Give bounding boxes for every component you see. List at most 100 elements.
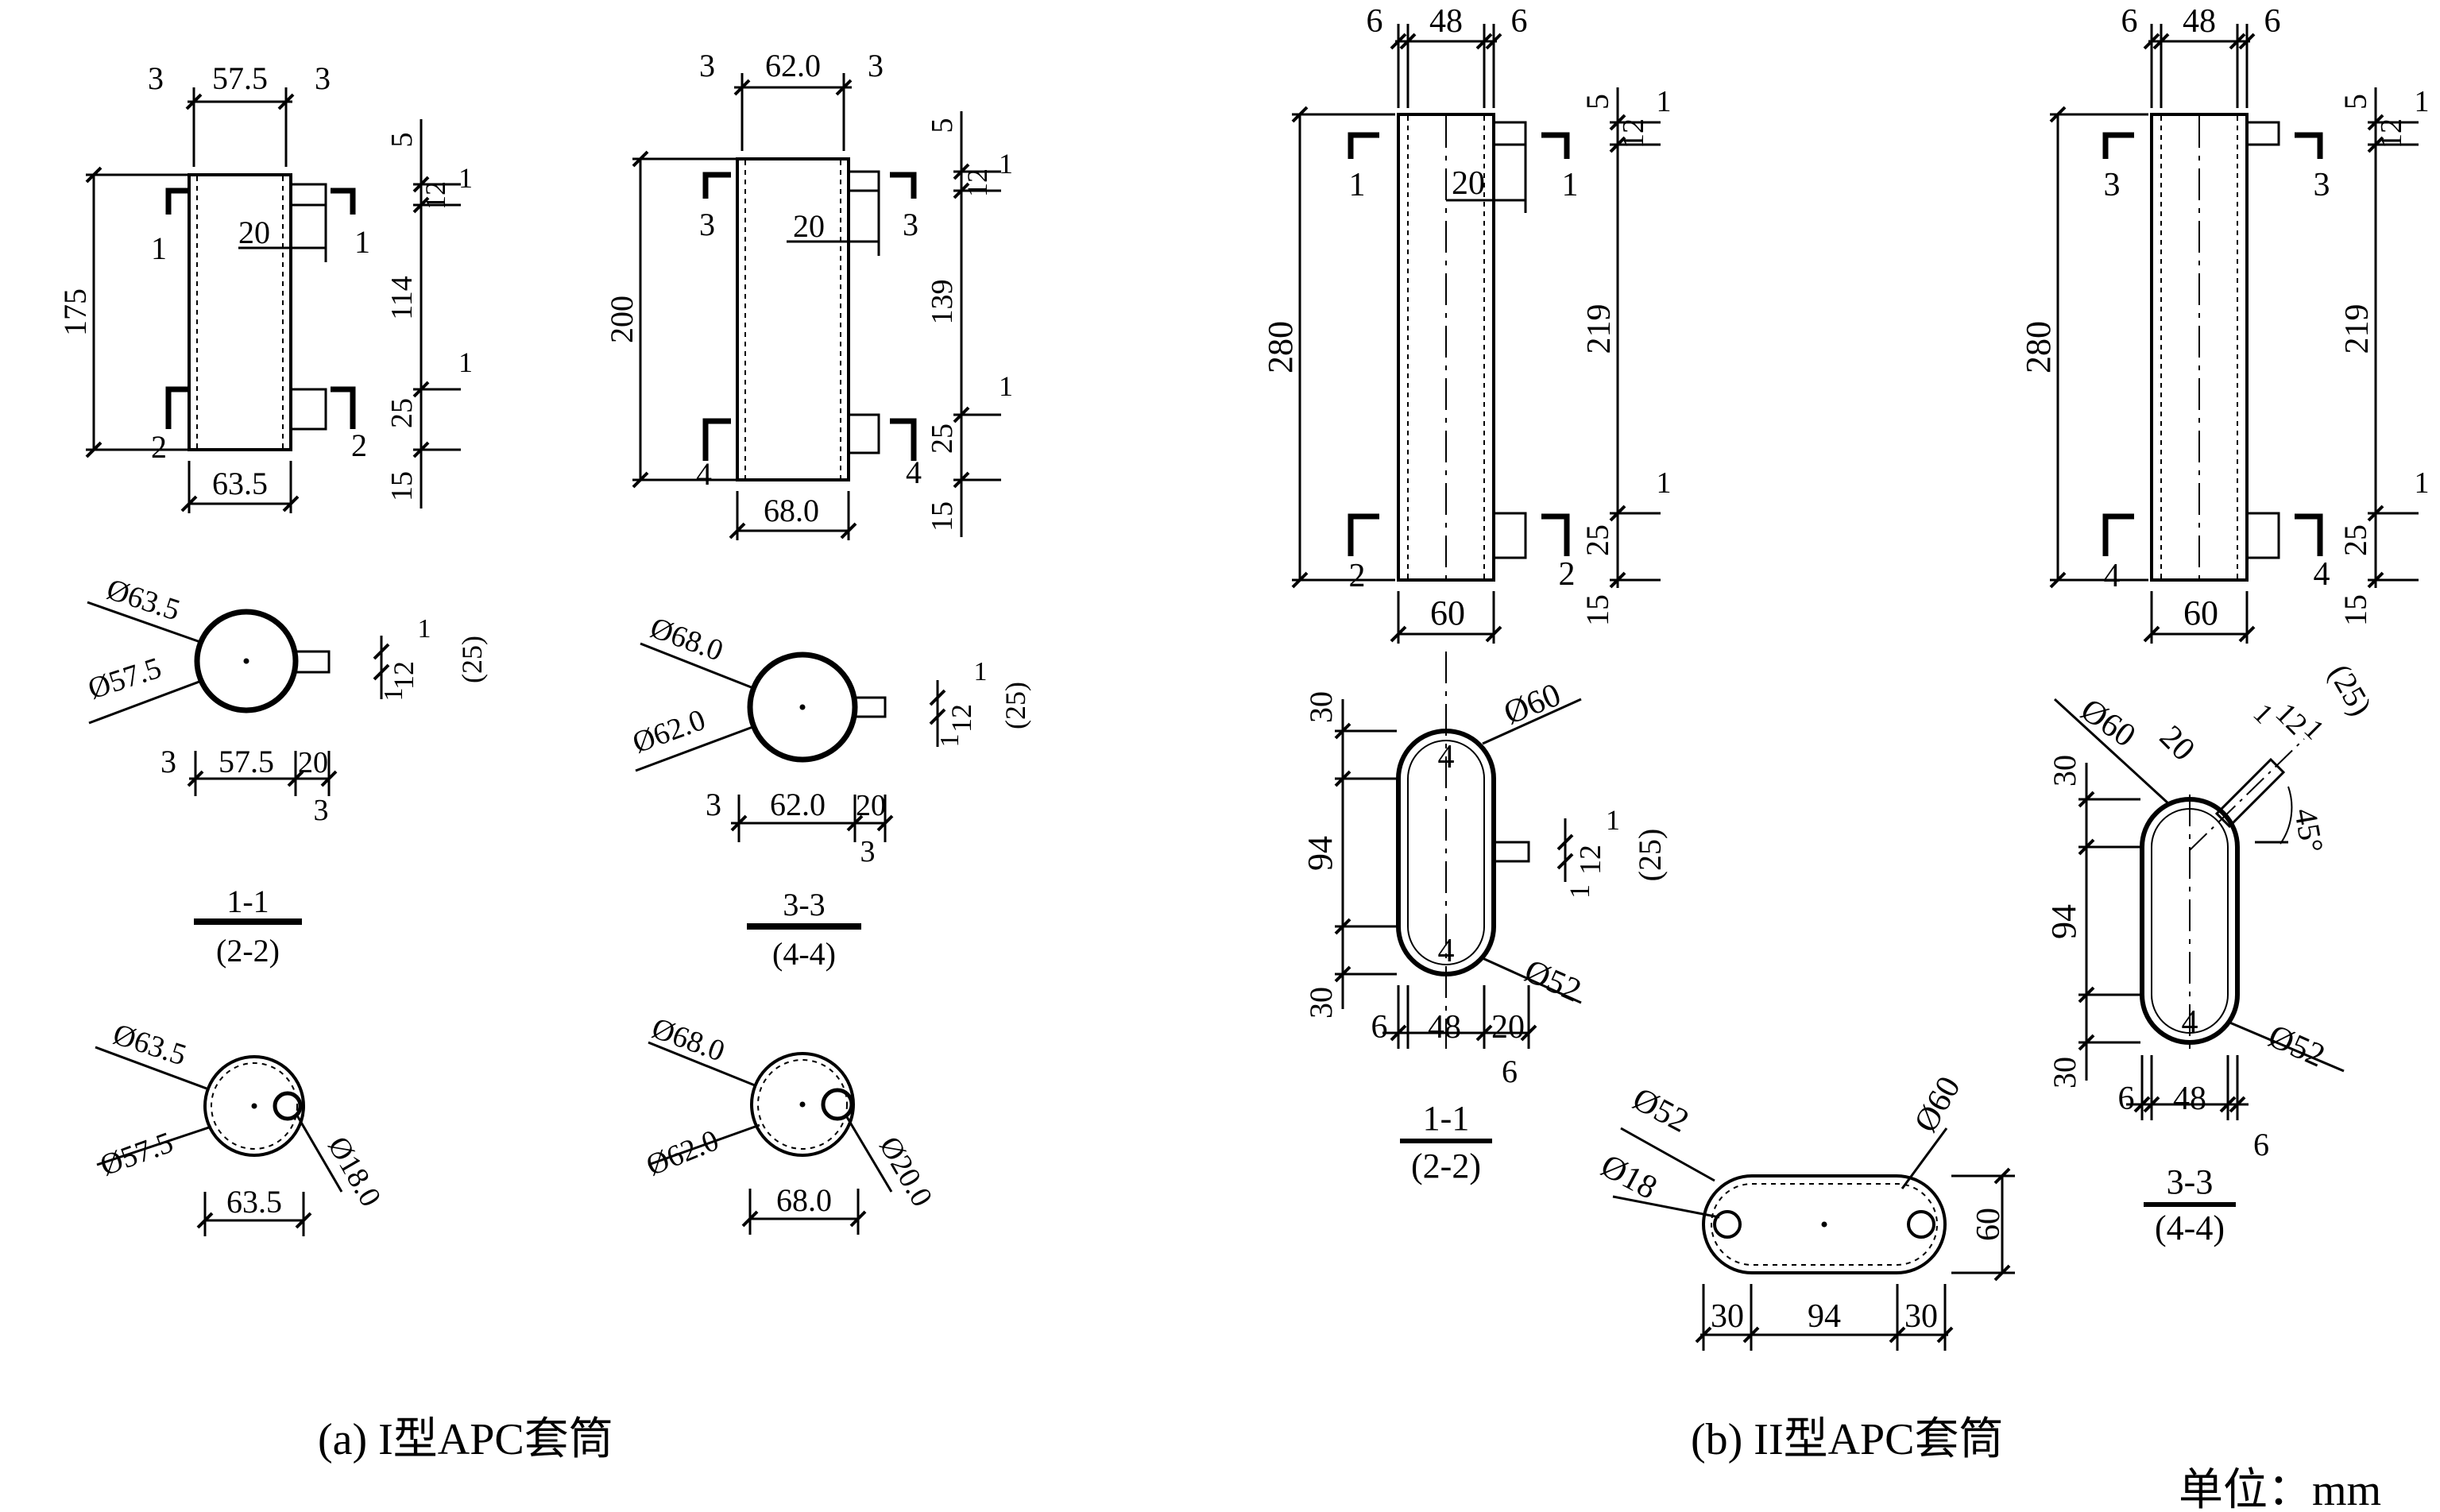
section-label: 3-3 bbox=[2167, 1162, 2214, 1201]
dim-port-top: 12 bbox=[2375, 118, 2408, 149]
dim-port-length: 20 bbox=[793, 208, 825, 244]
plan-dia-inner: Ø62.0 bbox=[642, 1123, 724, 1182]
caption-type2: (b) II型APC套筒 bbox=[1691, 1415, 2004, 1464]
dim-port-length: 20 bbox=[238, 215, 270, 250]
section-label: 1-1 bbox=[226, 884, 269, 919]
dim-wall-left: 6 bbox=[2121, 3, 2138, 40]
dia-inner: Ø62.0 bbox=[628, 703, 710, 760]
units-label: 单位：mm bbox=[2179, 1466, 2382, 1512]
dia-inner: Ø52 bbox=[2263, 1018, 2330, 1074]
dia-outer: Ø60 bbox=[2074, 692, 2142, 755]
dim-wall-right: 6 bbox=[2264, 3, 2281, 40]
plan-dia-outer: Ø60 bbox=[1908, 1070, 1968, 1139]
dim-port-end: 1 bbox=[458, 162, 473, 194]
dim-inner-width: 57.5 bbox=[212, 60, 268, 96]
plan-hole: Ø20.0 bbox=[872, 1131, 938, 1212]
dim-gap-bottom: 15 bbox=[385, 471, 419, 501]
plan-end-left: 30 bbox=[1711, 1298, 1744, 1335]
center-mark-bottom: 4 bbox=[1438, 933, 1455, 969]
dim-port-bottom: 25 bbox=[385, 398, 419, 428]
port-total: (25) bbox=[1000, 682, 1031, 729]
plan-height: 60 bbox=[1970, 1208, 2007, 1241]
port-a: 1 bbox=[974, 657, 988, 686]
section-mark-2-right: 2 bbox=[1559, 556, 1576, 593]
dim-end-top: 30 bbox=[1303, 691, 1339, 723]
port-a: 1 bbox=[1606, 804, 1620, 836]
section-mark-1-left: 1 bbox=[151, 230, 167, 266]
section-mark-4-left: 4 bbox=[2104, 558, 2121, 594]
dim-gap-top: 5 bbox=[1580, 94, 1615, 110]
plan-dia-inner: Ø57.5 bbox=[96, 1126, 178, 1183]
type1-plan bbox=[95, 1046, 343, 1236]
section-mark-3-right: 3 bbox=[2314, 167, 2330, 203]
port-b: 12 bbox=[945, 704, 977, 733]
dim-port-bottom-end: 1 bbox=[1657, 466, 1672, 500]
dim-height: 175 bbox=[57, 288, 93, 336]
type1b-elevation-text: 3 62.0 3 200 68.0 20 3 3 4 4 5 139 15 25… bbox=[604, 48, 1013, 532]
section-mark-4-right: 4 bbox=[2314, 556, 2330, 593]
center-mark-bottom: 4 bbox=[2182, 1004, 2198, 1041]
port-a: 1 bbox=[418, 614, 431, 644]
dim-port-end: 1 bbox=[999, 148, 1013, 180]
section-mark-2-left: 2 bbox=[151, 429, 167, 465]
dim-spacing: 114 bbox=[385, 276, 419, 320]
section-label-alt: (4-4) bbox=[2155, 1208, 2225, 1247]
dim-wall-left: 6 bbox=[1367, 3, 1383, 40]
plan-hole: Ø18 bbox=[1595, 1147, 1662, 1207]
dim-gap-top: 5 bbox=[385, 133, 419, 148]
dim-wall-right: 6 bbox=[1511, 3, 1528, 40]
port-total: (25) bbox=[1632, 829, 1668, 882]
dim-straight: 94 bbox=[2044, 904, 2083, 939]
dim-w-inner: 48 bbox=[1428, 1009, 1461, 1046]
dim-outer-width: 60 bbox=[1430, 594, 1465, 632]
section-mark-4-right: 4 bbox=[906, 454, 922, 490]
dim-port-top: 12 bbox=[420, 181, 451, 210]
section-mark-3-left: 3 bbox=[699, 207, 715, 242]
dim-wall-right: 3 bbox=[868, 48, 884, 83]
type2b-section-text: 30 94 30 Ø60 Ø52 20 1 12 1 (25) 45° 4 6 … bbox=[2044, 658, 2379, 1247]
port-total: (25) bbox=[456, 636, 488, 683]
dim-w-sub: 6 bbox=[2253, 1127, 2269, 1162]
port-c: 1 bbox=[379, 688, 408, 702]
dim-gap-bottom: 15 bbox=[926, 501, 959, 532]
dim-straight: 94 bbox=[1301, 836, 1340, 871]
dim-gap-bottom: 15 bbox=[1580, 594, 1615, 626]
dim-outer-width: 68.0 bbox=[764, 493, 819, 528]
dim-port-length: 20 bbox=[1452, 165, 1485, 202]
dim-inner-width: 48 bbox=[1429, 3, 1463, 40]
dim-port-bottom: 25 bbox=[1580, 524, 1615, 556]
dim-w-sub: 3 bbox=[314, 794, 329, 827]
section-label-alt: (2-2) bbox=[1411, 1147, 1481, 1185]
section-mark-4-left: 4 bbox=[696, 456, 712, 492]
dim-wall-right: 3 bbox=[315, 60, 331, 96]
dim-w-left: 3 bbox=[706, 787, 721, 822]
port-b: 12 bbox=[1574, 845, 1607, 875]
type1b-section bbox=[635, 642, 946, 930]
dim-port-bottom: 25 bbox=[926, 423, 959, 454]
dim-spacing: 219 bbox=[2339, 304, 2376, 354]
type1-section bbox=[87, 601, 390, 925]
port-angle: 45° bbox=[2287, 806, 2330, 856]
dim-inner-width: 48 bbox=[2183, 3, 2216, 40]
dim-gap-bottom: 15 bbox=[2338, 594, 2373, 626]
section-mark-1-left: 1 bbox=[1349, 167, 1366, 203]
dim-outer-width: 60 bbox=[2183, 594, 2218, 632]
type2b-section bbox=[2053, 698, 2345, 1207]
section-mark-2-left: 2 bbox=[1349, 558, 1366, 594]
dim-port-top: 12 bbox=[961, 168, 993, 197]
port-total: (25) bbox=[2322, 658, 2379, 721]
section-mark-1-right: 1 bbox=[354, 224, 370, 260]
dim-port-bottom: 25 bbox=[2338, 524, 2373, 556]
type2a-section bbox=[1334, 652, 1582, 1143]
port-b: 12 bbox=[388, 661, 420, 690]
dim-w-sub: 3 bbox=[860, 835, 876, 868]
type1b-elevation bbox=[632, 73, 1001, 540]
type1b-plan-text: Ø68.0 Ø62.0 Ø20.0 68.0 bbox=[642, 1011, 939, 1218]
dia-outer: Ø60 bbox=[1499, 677, 1566, 733]
section-label-alt: (4-4) bbox=[772, 936, 836, 972]
dim-w-port: 20 bbox=[1491, 1009, 1525, 1046]
dim-w-left: 6 bbox=[1371, 1009, 1388, 1046]
type1-elevation-text: 3 57.5 3 175 63.5 20 1 1 2 2 5 114 15 25… bbox=[57, 60, 473, 501]
dim-w-inner: 57.5 bbox=[218, 744, 274, 779]
